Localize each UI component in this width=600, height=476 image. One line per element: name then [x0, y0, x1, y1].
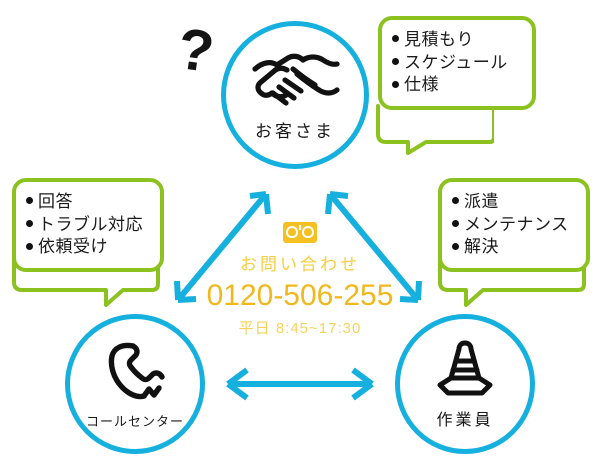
bubble-item: 見積もり	[392, 29, 520, 52]
bubble-worker-actions: 派遣 メンテナンス 解決	[438, 178, 590, 272]
bullet-dot-icon	[26, 197, 33, 205]
freedial-icon	[283, 222, 317, 243]
bullet-dot-icon	[26, 219, 33, 227]
bullet-dot-icon	[26, 242, 33, 250]
bubble-item: スケジュール	[392, 52, 520, 75]
bubble-item: メンテナンス	[452, 214, 574, 237]
arrow-callcenter-customer	[174, 191, 271, 303]
freedial-bell-right	[302, 226, 314, 238]
node-callcenter[interactable]: コールセンター	[65, 314, 205, 454]
bullet-dot-icon	[392, 35, 399, 43]
contact-hours: 平日 8:45~17:30	[238, 320, 362, 337]
bubble-item: トラブル対応	[26, 214, 148, 237]
telephone-handset-icon	[104, 339, 166, 403]
bubble-item: 回答	[26, 191, 148, 214]
node-label-callcenter: コールセンター	[85, 413, 184, 429]
node-label-customer: お客さま	[255, 121, 335, 141]
bubble-item: 派遣	[452, 191, 574, 214]
freedial-stem	[299, 225, 301, 230]
bubble-customer-requests: 見積もり スケジュール 仕様	[378, 16, 536, 110]
node-label-worker: 作業員	[436, 412, 494, 429]
node-worker[interactable]: 作業員	[395, 314, 535, 454]
bullet-dot-icon	[452, 219, 459, 227]
freedial-bell-left	[286, 226, 298, 238]
node-customer[interactable]: お客さま	[221, 21, 369, 169]
bullet-dot-icon	[452, 242, 459, 250]
contact-phone-number[interactable]: 0120-506-255	[206, 279, 394, 312]
arrow-callcenter-worker	[226, 367, 374, 401]
bullet-dot-icon	[452, 197, 459, 205]
arrow-customer-worker	[325, 191, 422, 303]
bubble-item: 仕様	[392, 74, 520, 97]
bubble-item: 解決	[452, 236, 574, 259]
bubble-item: 依頼受け	[26, 236, 148, 259]
bubble-callcenter-actions: 回答 トラブル対応 依頼受け	[12, 178, 164, 272]
bullet-dot-icon	[392, 57, 399, 65]
contact-block: お問い合わせ 0120-506-255 平日 8:45~17:30	[195, 222, 405, 338]
handshake-icon	[249, 49, 341, 111]
traffic-cone-icon	[434, 338, 496, 398]
contact-title: お問い合わせ	[240, 255, 360, 274]
bullet-dot-icon	[392, 80, 399, 88]
